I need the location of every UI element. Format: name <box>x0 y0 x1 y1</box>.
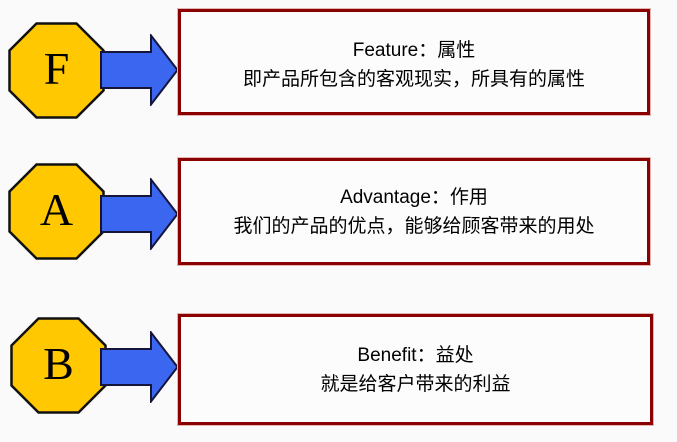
badge-letter: F <box>43 43 70 94</box>
info-box-description: 就是给客户带来的利益 <box>320 373 511 395</box>
octagon-icon <box>10 317 107 414</box>
octagon-badge-benefit: B <box>10 317 107 414</box>
info-box-benefit: Benefit：益处 就是给客户带来的利益 <box>177 313 654 426</box>
info-box-heading: Benefit：益处 <box>357 344 474 366</box>
info-box-heading: Advantage：作用 <box>340 186 488 208</box>
octagon-icon <box>8 22 105 119</box>
info-box-description: 我们的产品的优点，能够给顾客带来的用处 <box>233 215 595 237</box>
octagon-badge-advantage: A <box>8 163 105 260</box>
info-box-description: 即产品所包含的客观现实，所具有的属性 <box>242 69 585 90</box>
octagon-badge-feature: F <box>8 22 105 119</box>
info-box-advantage: Advantage：作用 我们的产品的优点，能够给顾客带来的用处 <box>177 157 651 266</box>
octagon-icon <box>8 163 105 260</box>
block-arrow-right-icon <box>100 331 179 403</box>
badge-letter: A <box>39 184 74 235</box>
block-arrow-right-icon <box>100 178 179 250</box>
badge-letter: B <box>43 338 74 389</box>
info-box-feature: Feature：属性 即产品所包含的客观现实，所具有的属性 <box>177 8 651 116</box>
block-arrow-right-icon <box>100 34 179 106</box>
info-box-heading: Feature：属性 <box>352 40 476 61</box>
